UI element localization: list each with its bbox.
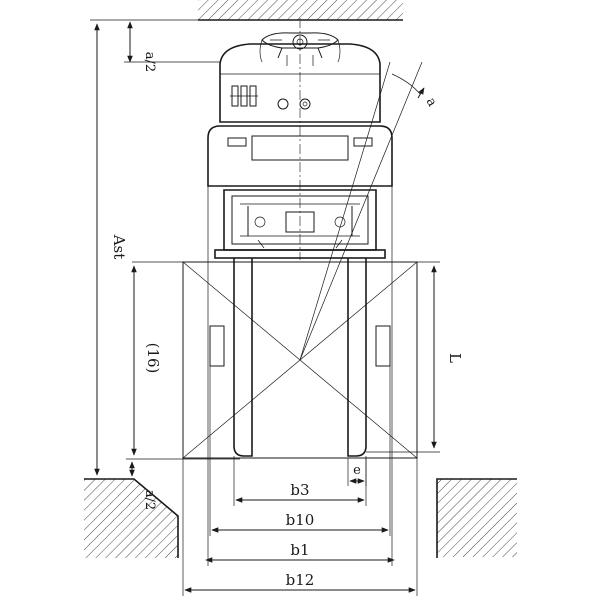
- control-levers: [230, 85, 258, 107]
- e-dimension: e: [347, 458, 367, 486]
- wall-bottom-right: [436, 478, 517, 558]
- b12-dimension: b12: [182, 458, 418, 596]
- length-l-label: L: [446, 353, 464, 363]
- b12-label: b12: [286, 571, 315, 589]
- fork-left: [233, 258, 253, 457]
- wall-top: [198, 0, 403, 21]
- b3-dimension: b3: [233, 456, 367, 506]
- forklift-truck: [207, 32, 393, 367]
- light-right: [353, 137, 373, 147]
- light-left: [227, 137, 247, 147]
- e-label: e: [353, 463, 361, 478]
- length-l-dimension: L: [366, 261, 464, 453]
- half-a-top-label: a/2: [142, 52, 157, 72]
- l6-dimension: (16): [131, 261, 183, 456]
- front-window: [251, 135, 349, 161]
- b10-label: b10: [286, 511, 315, 529]
- b3-label: b3: [290, 481, 309, 499]
- b10-dimension: b10: [209, 366, 391, 536]
- b1-label: b1: [290, 541, 309, 559]
- ast-dimension: Ast: [90, 19, 310, 480]
- ast-label: Ast: [110, 234, 128, 260]
- key-switch-icon: [277, 98, 289, 110]
- half-a-top-dimension: a/2: [124, 21, 220, 72]
- fork-carriage: [214, 249, 386, 259]
- indicator-icon: [299, 98, 311, 110]
- angle-label: a: [423, 95, 440, 109]
- l6-label: (16): [144, 343, 162, 374]
- load-wheel-right: [375, 325, 391, 367]
- b1-dimension: b1: [205, 186, 395, 566]
- half-a-bottom-label: a/2: [142, 490, 157, 510]
- fork-right: [347, 258, 367, 457]
- tiller-head: [259, 32, 341, 66]
- turning-radius-lines: a: [299, 61, 440, 361]
- load-wheel-left: [209, 325, 225, 367]
- rear-cover: [219, 43, 381, 123]
- wall-bottom-left: [84, 478, 179, 558]
